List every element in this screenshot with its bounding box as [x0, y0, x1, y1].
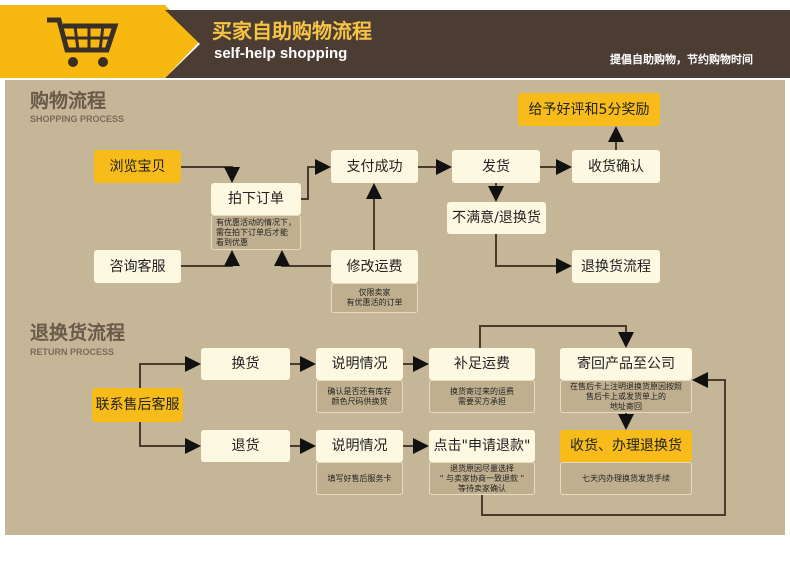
step-contact-service: 联系售后客服 [92, 388, 183, 422]
step-reward: 给予好评和5分奖励 [518, 93, 660, 126]
return-section-subtitle: RETURN PROCESS [30, 347, 115, 357]
step-return-flow: 退换货流程 [572, 250, 660, 283]
step-exchange: 换货 [201, 348, 290, 380]
shopping-cart-icon [45, 15, 120, 74]
receive-process-note: 七天内办理换货发货手续 [560, 462, 692, 495]
step-explain-exchange: 说明情况 [316, 348, 403, 380]
step-ship: 发货 [452, 150, 540, 183]
slogan: 提倡自助购物，节约购物时间 [610, 53, 753, 66]
step-consult: 咨询客服 [94, 250, 181, 283]
step-send-back: 寄回产品至公司 [560, 348, 692, 380]
explain-refund-note: 填写好售后服务卡 [316, 462, 403, 495]
step-refund: 退货 [201, 430, 290, 462]
step-receive-process: 收货、办理退换货 [560, 430, 692, 462]
modify-fee-note: 仅限卖家 有优惠活的订单 [331, 283, 418, 313]
step-place-order: 拍下订单 [211, 183, 301, 215]
shopping-section-title: 购物流程 [30, 90, 107, 112]
step-modify-fee: 修改运费 [331, 250, 418, 283]
header-banner [165, 10, 790, 78]
explain-exchange-note: 确认是否还有库存 颜色尺码供换货 [316, 380, 403, 413]
step-paid: 支付成功 [331, 150, 418, 183]
shopping-section-subtitle: SHOPPING PROCESS [30, 114, 125, 124]
shipping-fee-note: 换货寄过来的运费 需要买方承担 [429, 380, 535, 413]
step-explain-refund: 说明情况 [316, 430, 403, 462]
apply-refund-note: 退货原因尽量选择 " 与卖家协商一致退款 " 等待卖家确认 [429, 462, 535, 495]
step-unsatisfied: 不满意/退换货 [447, 202, 546, 234]
step-shipping-fee: 补足运费 [429, 348, 535, 380]
step-confirm-receipt: 收货确认 [572, 150, 660, 183]
send-back-note: 在售后卡上注明退换货原因按照 售后卡上或发货单上的 地址寄回 [560, 380, 692, 413]
page-title: 买家自助购物流程 [212, 19, 372, 43]
place-order-note: 有优惠活动的情况下， 需在拍下订单后才能 看到优惠 [211, 215, 301, 250]
return-section-title: 退换货流程 [30, 322, 126, 344]
page-subtitle: self-help shopping [214, 45, 348, 62]
step-apply-refund: 点击"申请退款" [429, 430, 535, 462]
step-browse: 浏览宝贝 [94, 150, 181, 183]
